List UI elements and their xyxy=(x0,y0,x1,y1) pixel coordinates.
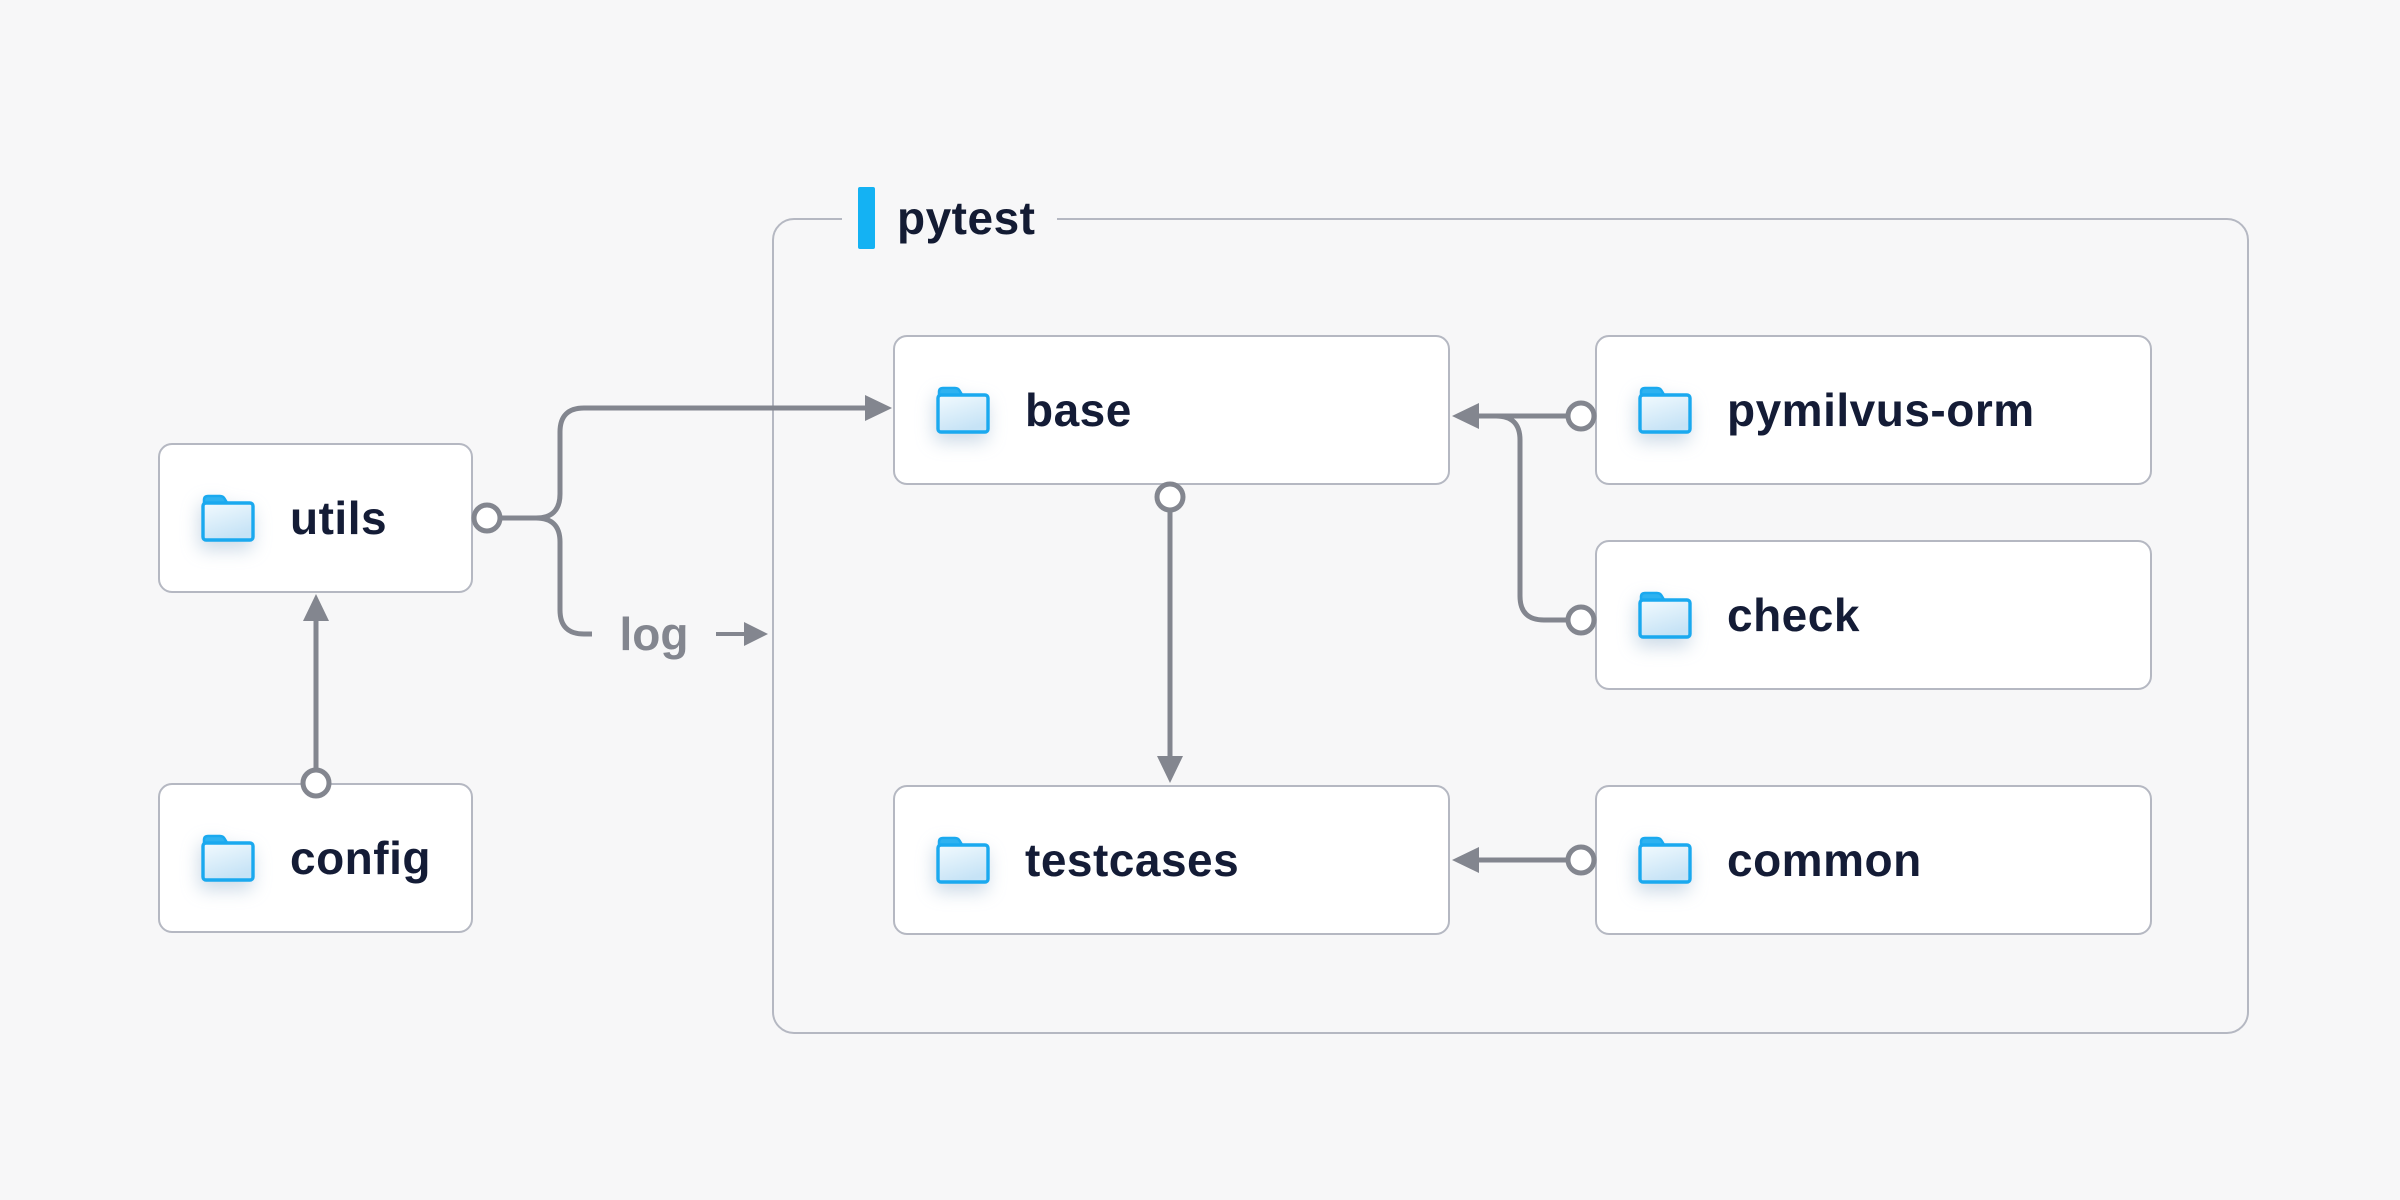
node-pymilvus-orm-label: pymilvus-orm xyxy=(1727,384,2035,436)
pytest-group-container xyxy=(772,218,2249,1034)
node-base-label: base xyxy=(1025,384,1132,436)
node-check-label: check xyxy=(1727,589,1860,641)
arrowhead-up-icon xyxy=(303,594,329,621)
node-config: config xyxy=(158,783,473,933)
folder-icon xyxy=(1638,386,1692,434)
pytest-group-label-text: pytest xyxy=(897,192,1036,244)
node-pymilvus-orm: pymilvus-orm xyxy=(1595,335,2152,485)
accent-bar-icon xyxy=(858,187,875,249)
folder-icon xyxy=(1638,591,1692,639)
node-check: check xyxy=(1595,540,2152,690)
node-config-label: config xyxy=(290,832,431,884)
node-common-label: common xyxy=(1727,834,1922,886)
log-edge-label: log xyxy=(619,608,689,660)
folder-icon xyxy=(936,386,990,434)
node-common: common xyxy=(1595,785,2152,935)
arrowhead-right-icon xyxy=(744,622,768,646)
pytest-group-label: pytest xyxy=(842,181,1058,255)
folder-icon xyxy=(201,494,255,542)
connector-dot-icon xyxy=(471,502,503,534)
node-utils: utils xyxy=(158,443,473,593)
node-testcases: testcases xyxy=(893,785,1450,935)
node-utils-label: utils xyxy=(290,492,388,544)
edge-config-utils xyxy=(300,594,332,799)
folder-icon xyxy=(936,836,990,884)
node-testcases-label: testcases xyxy=(1025,834,1240,886)
node-base: base xyxy=(893,335,1450,485)
folder-icon xyxy=(1638,836,1692,884)
folder-icon xyxy=(201,834,255,882)
